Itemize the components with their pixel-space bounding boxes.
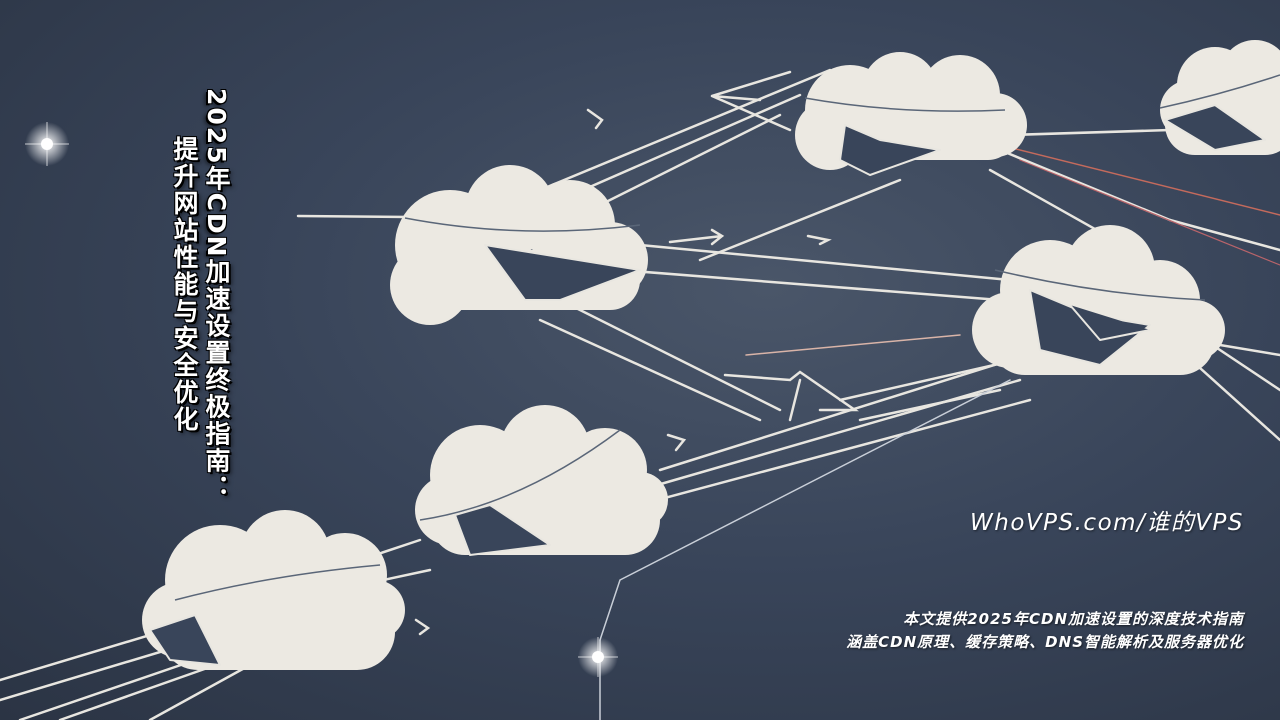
title-line-1: 2025年CDN加速设置终极指南：: [202, 88, 231, 502]
description-line-1: 本文提供2025年CDN加速设置的深度技术指南: [903, 610, 1244, 628]
cloud-1: [390, 165, 648, 325]
cloud-6: [142, 510, 405, 670]
title-line-2: 提升网站性能与安全优化: [170, 136, 199, 433]
cloud-folds: [174, 74, 1280, 601]
accent-lines: [599, 144, 1280, 720]
cloud-2: [795, 52, 1027, 170]
envelope-shapes: [149, 104, 1266, 666]
description-line-2: 涵盖CDN原理、缓存策略、DNS智能解析及服务器优化: [846, 633, 1244, 651]
arrow-glyphs: [414, 70, 860, 636]
sparkle-stars: [25, 122, 618, 677]
site-watermark: WhoVPS.com/谁的VPS: [970, 510, 1244, 536]
cloud-5: [415, 405, 668, 555]
